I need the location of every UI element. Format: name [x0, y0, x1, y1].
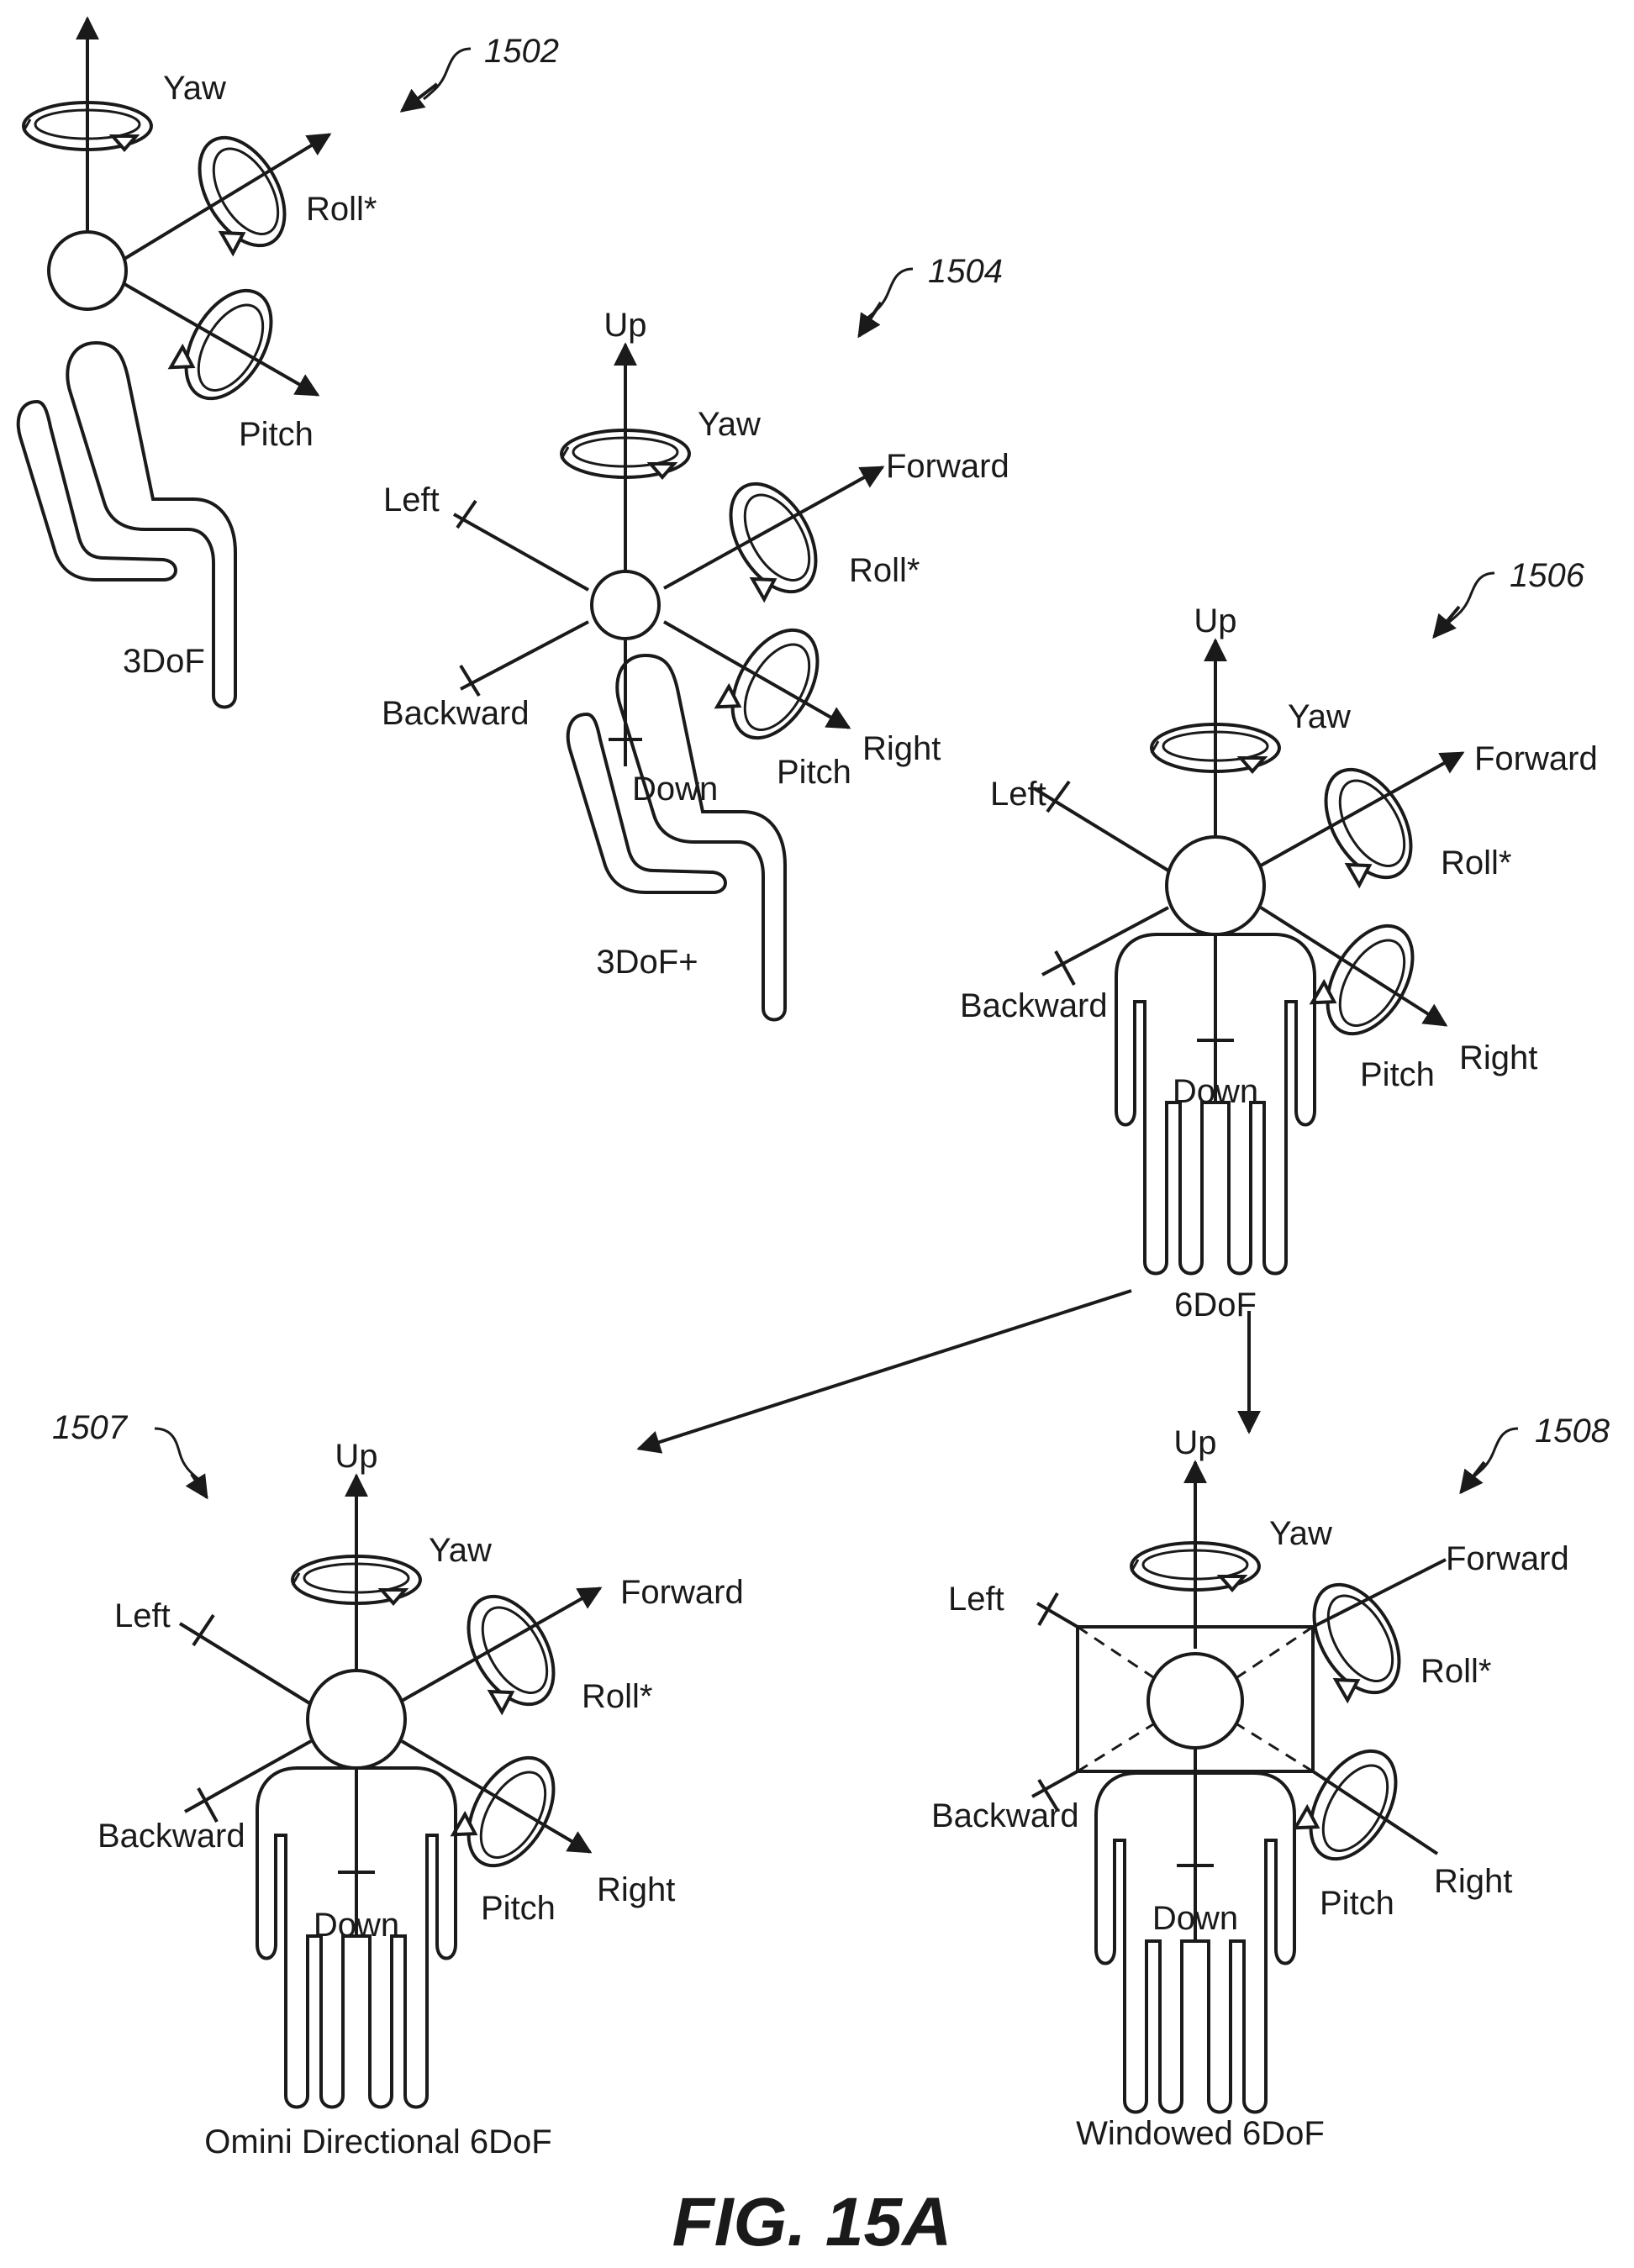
label-right: Right	[862, 730, 941, 767]
backward-axis	[1042, 908, 1168, 975]
label-up: Up	[335, 1438, 377, 1475]
backward-axis	[461, 622, 588, 689]
label-roll: Roll*	[1421, 1653, 1491, 1690]
panel-1508: 1508 Up Yaw Forward Roll* Left Backward …	[931, 1413, 1610, 2152]
label-down: Down	[632, 771, 718, 808]
caption-3dof: 3DoF	[123, 643, 205, 680]
label-pitch: Pitch	[1360, 1056, 1435, 1093]
pitch-rotation-icon	[1290, 1734, 1413, 1873]
label-up: Up	[1173, 1424, 1216, 1461]
caption-windowed-6dof: Windowed 6DoF	[1076, 2115, 1325, 2152]
ref-numeral-1507: 1507	[52, 1409, 129, 1446]
label-roll: Roll*	[1441, 845, 1511, 881]
label-left: Left	[990, 776, 1046, 813]
head-circle	[308, 1671, 405, 1768]
panel-1502: 1502 Yaw Roll* Pitch 3DoF	[18, 18, 559, 708]
label-pitch: Pitch	[239, 416, 314, 453]
label-forward: Forward	[620, 1574, 744, 1611]
label-yaw: Yaw	[429, 1532, 492, 1569]
label-forward: Forward	[1446, 1540, 1569, 1577]
ref-1504-leader	[859, 269, 913, 336]
label-down: Down	[1152, 1900, 1238, 1937]
backward-axis	[1032, 1771, 1078, 1797]
caption-omini-directional-6dof: Omini Directional 6DoF	[204, 2123, 551, 2160]
label-yaw: Yaw	[163, 70, 226, 107]
label-left: Left	[383, 481, 440, 518]
label-down: Down	[1173, 1073, 1258, 1110]
roll-rotation-icon	[448, 1581, 571, 1720]
derivation-arrow-to-1507	[639, 1291, 1131, 1449]
label-roll: Roll*	[849, 552, 920, 589]
roll-rotation-icon	[710, 469, 833, 608]
label-down: Down	[314, 1907, 399, 1944]
caption-3dof-plus: 3DoF+	[596, 944, 698, 981]
ref-1502-leader	[402, 49, 471, 111]
label-forward: Forward	[1474, 740, 1598, 777]
head-circle	[1148, 1654, 1242, 1748]
label-forward: Forward	[886, 448, 1009, 485]
roll-rotation-icon	[1305, 755, 1428, 893]
left-axis	[454, 514, 588, 590]
roll-rotation-icon	[179, 123, 302, 261]
label-backward: Backward	[931, 1797, 1079, 1834]
label-roll: Roll*	[582, 1678, 652, 1715]
label-roll: Roll*	[306, 191, 377, 228]
ref-numeral-1502: 1502	[484, 33, 559, 70]
caption-6dof: 6DoF	[1174, 1287, 1257, 1323]
label-left: Left	[114, 1597, 171, 1634]
label-left: Left	[948, 1581, 1004, 1618]
label-right: Right	[1434, 1863, 1512, 1900]
figure-title: FIG. 15A	[672, 2184, 952, 2260]
label-up: Up	[604, 307, 646, 344]
label-pitch: Pitch	[1320, 1885, 1394, 1922]
ref-1508-leader	[1461, 1429, 1518, 1492]
head-circle	[1167, 837, 1264, 934]
ref-1507-leader	[155, 1429, 207, 1497]
label-yaw: Yaw	[698, 406, 761, 443]
ref-numeral-1504: 1504	[928, 253, 1003, 290]
pitch-rotation-icon	[448, 1741, 571, 1880]
label-backward: Backward	[382, 695, 530, 732]
ref-1506-leader	[1434, 573, 1494, 637]
label-yaw: Yaw	[1269, 1515, 1332, 1552]
panel-1504: 1504 Up Yaw Forward Roll* Left Backward …	[382, 253, 1009, 1020]
ref-numeral-1506: 1506	[1510, 557, 1585, 594]
forward-axis	[1313, 1560, 1446, 1627]
label-right: Right	[1459, 1039, 1537, 1076]
label-yaw: Yaw	[1288, 698, 1351, 735]
head-circle	[592, 571, 659, 639]
label-up: Up	[1194, 603, 1236, 639]
label-pitch: Pitch	[777, 754, 851, 791]
label-backward: Backward	[98, 1818, 245, 1855]
label-backward: Backward	[960, 987, 1108, 1024]
forward-axis	[402, 1588, 600, 1701]
label-pitch: Pitch	[481, 1890, 556, 1927]
label-right: Right	[597, 1871, 675, 1908]
panel-1507: 1507 Up Yaw Forward Roll* Left Backward …	[52, 1409, 744, 2160]
pitch-rotation-icon	[1307, 909, 1430, 1048]
head-circle	[49, 232, 126, 309]
right-axis	[1313, 1771, 1437, 1854]
ref-numeral-1508: 1508	[1535, 1413, 1610, 1450]
standing-person	[1096, 1773, 1294, 2113]
